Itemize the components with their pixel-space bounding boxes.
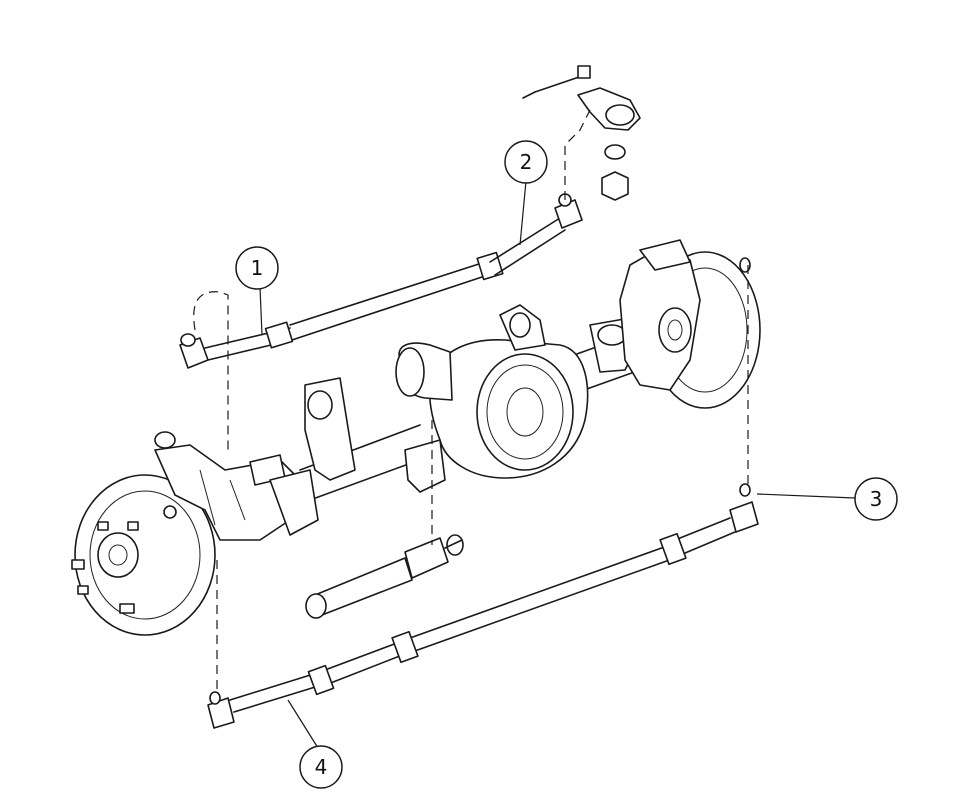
assembly-guide-lines: [193, 109, 749, 690]
left-brake-rotor-hub: [71, 431, 319, 636]
drag-link-lower: [207, 483, 759, 729]
callout-3-label: 3: [870, 487, 883, 511]
drag-link-end-right: [729, 501, 759, 533]
callout-3: 3: [756, 477, 898, 521]
left-brake-rotor: [74, 474, 216, 636]
steering-damper: [305, 534, 464, 619]
callout-1-label: 1: [251, 256, 264, 280]
differential-cover: [476, 353, 574, 471]
pitman-arm-hardware: [522, 65, 641, 201]
front-axle-assembly: [299, 304, 641, 501]
right-brake-rotor-hub: [619, 239, 761, 409]
callout-2-label: 2: [520, 150, 533, 174]
callout-1: 1: [235, 246, 279, 336]
tie-rod-upper: [179, 193, 583, 369]
drag-link-end-left: [207, 697, 235, 729]
washer: [604, 144, 626, 160]
callout-4-label: 4: [315, 755, 328, 779]
nut: [601, 171, 629, 201]
callout-4: 4: [287, 699, 343, 789]
callout-2: 2: [504, 140, 548, 246]
